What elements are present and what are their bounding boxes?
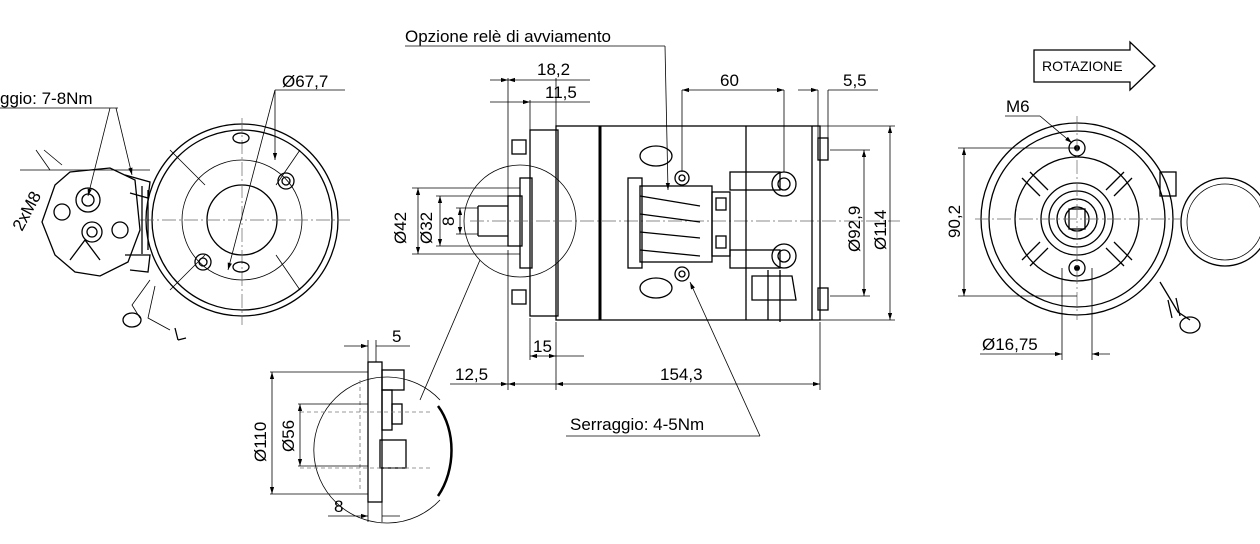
dim-d67-7: Ø67,7 — [282, 72, 328, 91]
right-end-view — [958, 40, 1260, 360]
dim-154-3: 154,3 — [660, 365, 703, 384]
dim-60: 60 — [720, 71, 739, 90]
dim-11-5: 11,5 — [545, 83, 577, 102]
dim-d110: Ø110 — [251, 422, 270, 462]
dim-d56: Ø56 — [279, 420, 298, 452]
left-end-view — [0, 89, 350, 341]
thread-label-left: 2xM8 — [9, 188, 45, 234]
dim-5: 5 — [392, 327, 401, 346]
relay-option-label: Opzione relè di avviamento — [405, 27, 611, 46]
dim-90-2: 90,2 — [945, 205, 964, 238]
torque-label-bottom: Serraggio: 4-5Nm — [570, 415, 704, 434]
thread-label-right: M6 — [1006, 97, 1030, 116]
dim-d32: Ø32 — [417, 212, 436, 244]
dim-8-bottom: 8 — [334, 497, 343, 516]
dim-d42: Ø42 — [391, 212, 410, 244]
rotation-label: ROTAZIONE — [1042, 58, 1123, 74]
detail-view — [269, 340, 453, 524]
dim-d114: Ø114 — [871, 210, 890, 250]
dim-d16-75: Ø16,75 — [982, 335, 1038, 354]
dim-18-2: 18,2 — [537, 60, 570, 79]
dim-12-5: 12,5 — [455, 365, 488, 384]
dim-8-shaft: 8 — [439, 217, 458, 226]
torque-label-left: ggio: 7-8Nm — [0, 89, 93, 108]
dim-d92-9: Ø92,9 — [845, 206, 864, 252]
dim-5-5: 5,5 — [843, 71, 867, 90]
side-view — [405, 45, 900, 437]
dim-15: 15 — [533, 337, 552, 356]
